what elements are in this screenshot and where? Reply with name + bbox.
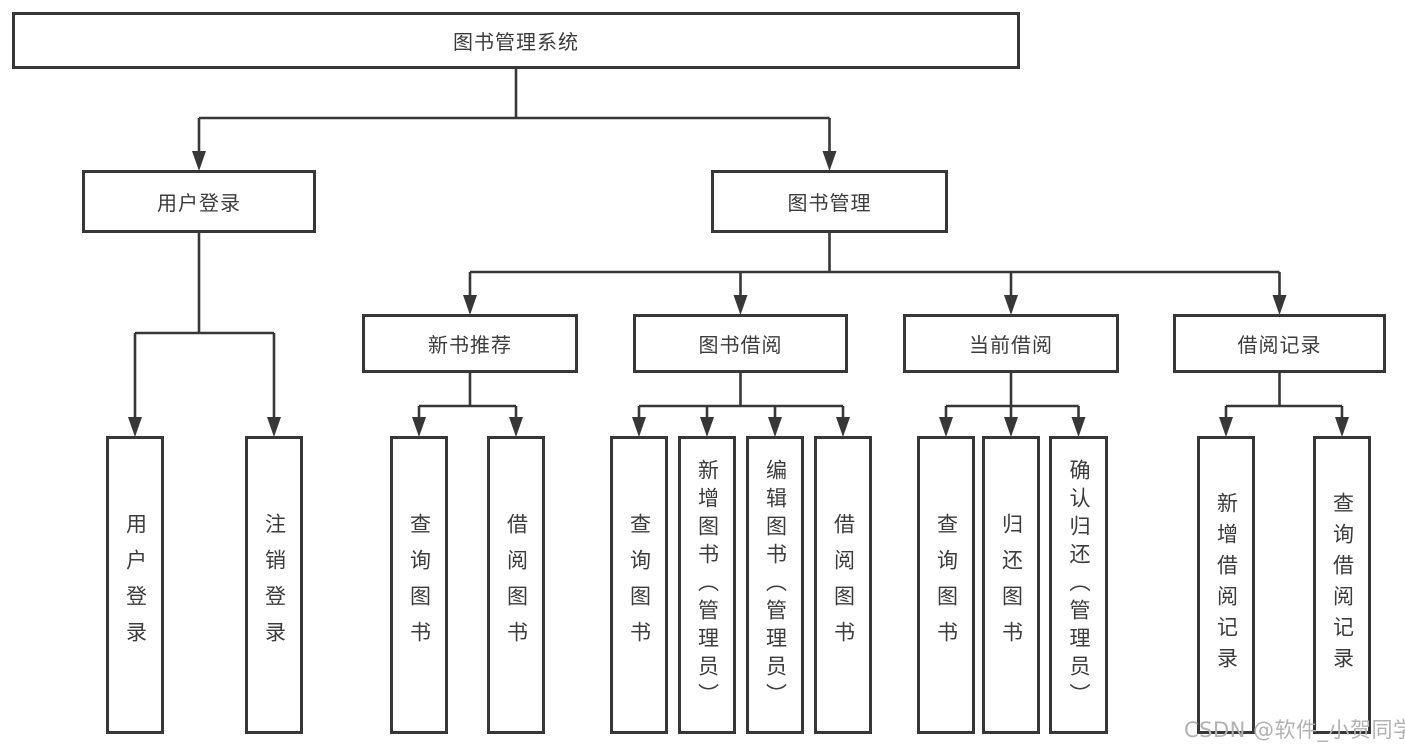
node-label: 新书推荐 (428, 333, 512, 357)
node-label: 图书管理系统 (453, 30, 579, 54)
leaf-query-books: 查询图书 (390, 436, 448, 734)
node-label: 新增借阅记录 (1214, 492, 1239, 678)
node-label: 查询借阅记录 (1330, 492, 1355, 678)
node-label: 编辑图书（管理员） (763, 459, 788, 711)
node-label: 图书借阅 (698, 333, 783, 357)
leaf-borrow-books: 借阅图书 (487, 436, 545, 734)
node-label: 借阅图书 (504, 513, 529, 657)
node-current-borrowing: 当前借阅 (903, 314, 1119, 373)
node-label: 新增图书（管理员） (695, 459, 720, 711)
arrowhead-icon (1219, 417, 1233, 437)
node-label: 查询图书 (934, 513, 959, 657)
arrowhead-icon (939, 417, 953, 437)
node-library-management-system: 图书管理系统 (12, 12, 1020, 69)
arrowhead-icon (192, 151, 206, 171)
node-label: 图书管理 (787, 191, 872, 215)
leaf-add-books-admin: 新增图书（管理员） (678, 436, 736, 734)
arrowhead-icon (509, 417, 523, 437)
node-label: 借阅记录 (1237, 333, 1322, 357)
arrowhead-icon (836, 417, 850, 437)
arrowhead-icon (733, 295, 748, 315)
leaf-query-books: 查询图书 (917, 436, 975, 734)
node-label: 注销登录 (262, 513, 287, 657)
csdn-watermark: CSDN @软件_小贺同学 (1184, 718, 1405, 742)
leaf-query-books: 查询图书 (610, 436, 668, 734)
leaf-user-login: 用户登录 (106, 436, 164, 734)
arrowhead-icon (768, 417, 782, 437)
node-label: 当前借阅 (969, 333, 1053, 357)
node-label: 用户登录 (157, 191, 241, 215)
leaf-edit-books-admin: 编辑图书（管理员） (746, 436, 804, 734)
leaf-add-borrow-record: 新增借阅记录 (1197, 436, 1255, 734)
node-label: 查询图书 (407, 513, 432, 657)
arrowhead-icon (700, 417, 714, 437)
arrowhead-icon (1071, 417, 1086, 437)
leaf-logout: 注销登录 (245, 436, 303, 734)
arrowhead-icon (267, 417, 281, 437)
leaf-borrow-books: 借阅图书 (814, 436, 872, 734)
arrowhead-icon (1004, 417, 1018, 437)
arrowhead-icon (412, 417, 426, 437)
arrowhead-icon (822, 151, 837, 171)
node-borrowing-records: 借阅记录 (1173, 314, 1386, 373)
leaf-confirm-return-admin: 确认归还（管理员） (1049, 436, 1108, 734)
arrowhead-icon (1272, 295, 1287, 315)
arrowhead-icon (128, 417, 142, 437)
tree-connector-path (133, 69, 1344, 421)
arrowhead-icon (1004, 295, 1018, 315)
arrowhead-icon (463, 295, 477, 315)
node-book-management: 图书管理 (711, 170, 948, 233)
arrowhead-icon (632, 417, 646, 437)
node-label: 用户登录 (123, 513, 148, 657)
leaf-query-borrow-record: 查询借阅记录 (1313, 436, 1371, 734)
node-user-login: 用户登录 (82, 170, 316, 233)
node-label: 查询图书 (627, 513, 652, 657)
node-label: 借阅图书 (831, 513, 856, 657)
leaf-return-books: 归还图书 (982, 436, 1040, 734)
node-label: 确认归还（管理员） (1067, 459, 1091, 711)
node-label: 归还图书 (999, 513, 1024, 657)
arrowhead-icon (1335, 417, 1349, 437)
node-new-book-recommendation: 新书推荐 (362, 314, 578, 373)
node-book-borrowing: 图书借阅 (633, 314, 848, 373)
